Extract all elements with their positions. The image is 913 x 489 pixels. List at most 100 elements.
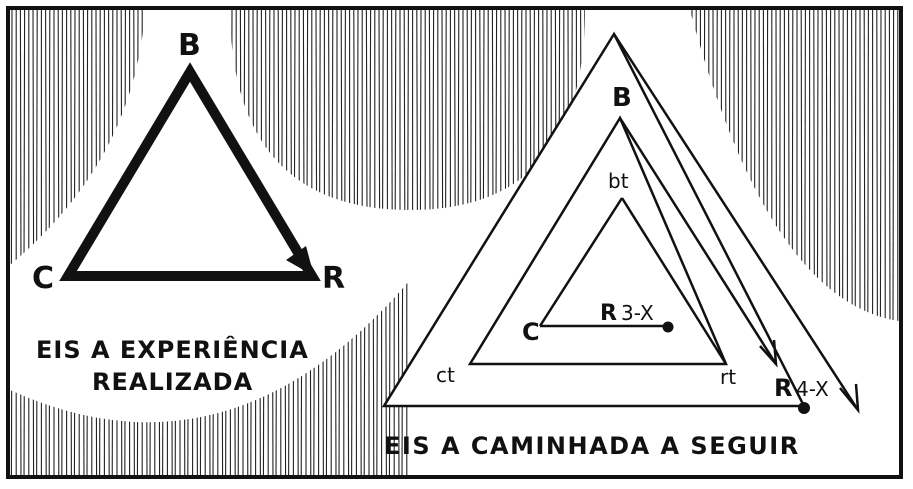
hatch-line	[70, 280, 72, 475]
hatch-line	[391, 10, 393, 210]
hatch-line	[19, 10, 22, 265]
hatch-line	[86, 280, 89, 475]
hatch-line	[491, 10, 494, 210]
hatch-line	[838, 10, 841, 322]
hatch-line	[407, 10, 409, 210]
hatch-line	[504, 10, 507, 210]
hatch-line	[259, 280, 261, 475]
hatch-line	[325, 280, 328, 475]
hatch-line	[753, 10, 756, 322]
hatch-line	[479, 10, 481, 210]
hatch-line	[892, 10, 895, 322]
hatch-line	[288, 280, 290, 475]
hatch-line	[351, 280, 353, 475]
hatch-line	[457, 10, 460, 210]
hatch-line	[372, 280, 375, 475]
hatch-line	[57, 280, 60, 475]
hatch-line	[82, 280, 85, 475]
hatch-line	[36, 10, 38, 265]
hatch-line	[816, 10, 819, 322]
hatch-line	[779, 10, 781, 322]
hatch-line	[48, 280, 51, 475]
hatch-line	[825, 10, 828, 322]
hatch-line	[766, 10, 769, 322]
hatch-line	[73, 10, 76, 265]
hatch-line	[416, 10, 418, 210]
hatch-line	[750, 10, 752, 322]
hatch-line	[741, 10, 743, 322]
experience-triangle	[59, 62, 321, 281]
hatch-line	[23, 280, 26, 475]
hatch-line	[86, 10, 89, 265]
hatch-line	[313, 280, 315, 475]
hatch-line	[791, 10, 794, 322]
hatch-line	[61, 10, 63, 265]
hatch-line	[61, 280, 63, 475]
diagram-canvas: B C R EIS A EXPERIÊNCIA REALIZADA B bt c…	[10, 10, 899, 475]
hatch-line	[32, 280, 35, 475]
hatch-line	[454, 10, 456, 210]
hatch-line	[445, 10, 447, 210]
label-rt: rt	[720, 365, 736, 389]
hatch-line	[284, 280, 287, 475]
hatch-line	[495, 10, 498, 210]
label-r-outer: R	[774, 374, 792, 402]
hatch-line	[762, 10, 765, 322]
arrow-middle	[759, 339, 778, 368]
hatch-line	[277, 10, 280, 210]
label-bt: bt	[608, 169, 629, 193]
caption-path: EIS A CAMINHADA A SEGUIR	[384, 432, 800, 460]
hatch-line	[842, 10, 844, 322]
hatch-line	[419, 10, 422, 210]
hatch-line	[10, 10, 13, 265]
hatch-line	[441, 10, 444, 210]
hatch-line	[271, 280, 274, 475]
hatch-line	[428, 10, 431, 210]
caption-experience-line1: EIS A EXPERIÊNCIA	[36, 335, 309, 364]
hatch-line	[800, 10, 803, 322]
hatch-line	[388, 280, 391, 475]
hatch-line	[888, 10, 891, 322]
hatch-line	[482, 10, 485, 210]
label-b-left: B	[178, 28, 201, 63]
value-outer-4x: 4-X	[796, 377, 829, 401]
hatch-line	[82, 10, 85, 265]
hatch-line	[851, 10, 853, 322]
hatch-line	[804, 10, 806, 322]
hatch-line	[863, 10, 866, 322]
hatch-line	[403, 10, 406, 210]
hatch-line	[788, 10, 790, 322]
hatch-line	[382, 10, 384, 210]
illustration-frame: B C R EIS A EXPERIÊNCIA REALIZADA B bt c…	[6, 6, 903, 479]
dot-outer-r	[798, 402, 810, 414]
hatch-line	[297, 280, 299, 475]
hatch-line	[302, 10, 305, 210]
hatch-line	[378, 10, 381, 210]
hatch-line	[275, 280, 278, 475]
hatch-line	[347, 280, 350, 475]
hatch-line	[466, 10, 469, 210]
hatch-line	[829, 10, 832, 322]
hatch-line	[300, 280, 303, 475]
label-b-right: B	[612, 83, 632, 113]
hatch-line	[73, 280, 76, 475]
hatch-line	[36, 280, 38, 475]
caption-experience-line2: REALIZADA	[92, 368, 253, 396]
hatch-line	[470, 10, 472, 210]
hatch-line	[57, 10, 60, 265]
hatch-line	[331, 10, 334, 210]
hatch-line	[353, 10, 355, 210]
hatch-line	[879, 10, 882, 322]
hatch-line	[356, 10, 359, 210]
hatch-line	[365, 10, 368, 210]
hatch-line	[309, 280, 312, 475]
hatch-line	[397, 280, 400, 475]
hatch-line	[45, 10, 47, 265]
hatch-line	[322, 280, 324, 475]
hatch-line	[281, 10, 283, 210]
hatch-line	[328, 10, 330, 210]
hatch-line	[854, 10, 857, 322]
hatch-line	[363, 280, 366, 475]
middle-triangle	[467, 115, 728, 366]
arrow-outer	[839, 383, 860, 414]
